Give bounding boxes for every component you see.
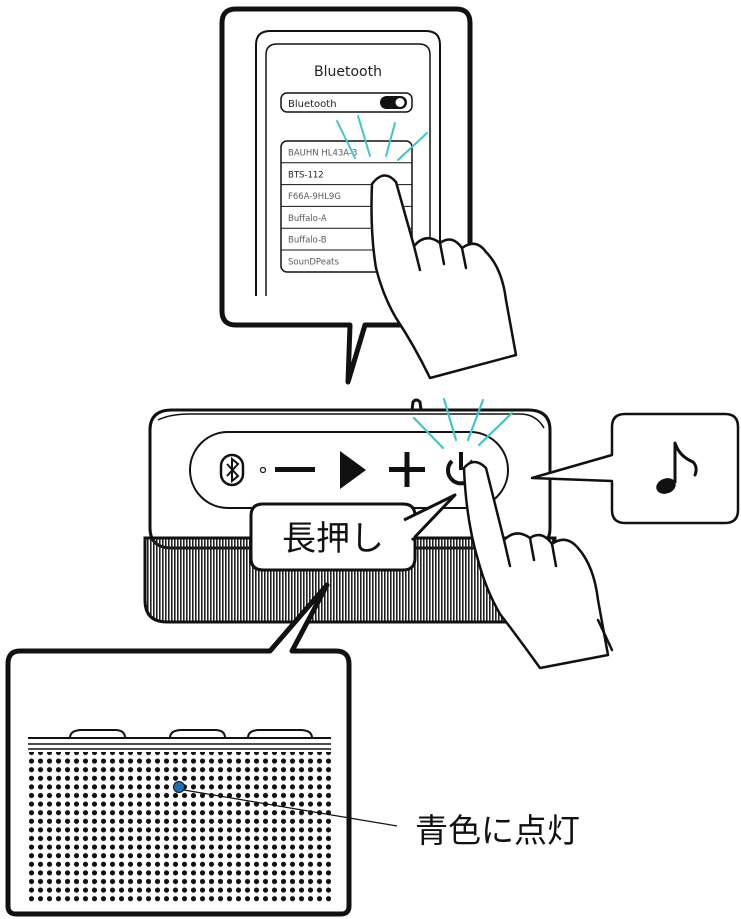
speaker: 長押し xyxy=(143,397,614,670)
bluetooth-button[interactable] xyxy=(219,453,245,487)
bluetooth-toggle-row[interactable] xyxy=(280,92,413,113)
closeup-grille xyxy=(29,752,331,904)
sound-callout xyxy=(530,412,740,525)
phone-callout: Bluetooth Bluetooth BAUHN HL43A-3BTS-112… xyxy=(219,6,518,385)
status-led xyxy=(259,466,267,474)
bluetooth-toggle-label: Bluetooth xyxy=(288,99,337,110)
minus-button[interactable] xyxy=(275,467,315,472)
device-list-item[interactable]: F66A-9HL9G xyxy=(288,192,341,202)
blue-led xyxy=(173,781,185,793)
led-status-label: 青色に点灯 xyxy=(415,811,580,850)
tapping-hand xyxy=(370,174,518,380)
bluetooth-icon xyxy=(226,456,240,484)
led-leader-line xyxy=(183,789,398,827)
long-press-label: 長押し xyxy=(282,519,384,559)
selection-flash xyxy=(336,115,428,161)
device-list-item[interactable]: BAUHN HL43A-3 xyxy=(288,149,357,159)
music-note-icon xyxy=(656,441,698,494)
device-list-item[interactable]: Buffalo-B xyxy=(288,236,327,246)
plus-button[interactable] xyxy=(389,452,425,487)
power-flash xyxy=(412,397,514,450)
bluetooth-toggle-switch[interactable] xyxy=(380,96,407,109)
long-press-callout: 長押し xyxy=(249,493,457,572)
device-list-item[interactable]: BTS-112 xyxy=(288,170,324,180)
play-button[interactable] xyxy=(340,451,366,489)
bluetooth-settings-title: Bluetooth xyxy=(314,64,382,80)
device-list-item[interactable]: SounDPeats xyxy=(288,258,340,268)
device-list-item[interactable]: Buffalo-A xyxy=(288,214,327,224)
pressing-hand xyxy=(462,460,614,670)
phone-body xyxy=(255,30,441,296)
closeup-callout xyxy=(5,582,398,917)
